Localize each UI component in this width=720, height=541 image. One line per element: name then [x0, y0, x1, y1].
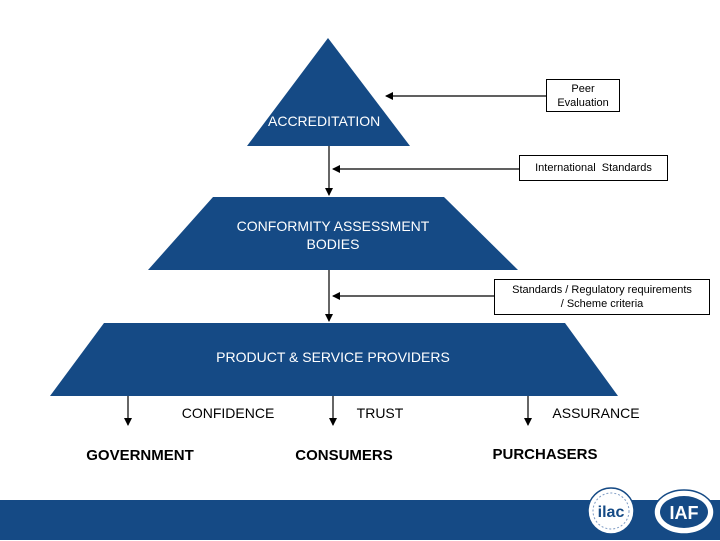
cab-label-line1: CONFORMITY ASSESSMENT: [236, 218, 430, 234]
svg-text:ilac: ilac: [598, 504, 625, 521]
international-standards-text: International Standards: [535, 162, 652, 174]
svg-text:IAF: IAF: [670, 503, 699, 523]
iaf-logo: IAF: [652, 488, 716, 536]
peer-evaluation-line2: Evaluation: [557, 96, 609, 109]
confidence-label: CONFIDENCE: [181, 405, 275, 421]
ilac-logo: ilac: [583, 486, 639, 536]
government-label: GOVERNMENT: [86, 447, 194, 464]
providers-tier: [50, 323, 618, 396]
peer-evaluation-line1: Peer: [571, 82, 595, 95]
assurance-label: ASSURANCE: [552, 405, 640, 421]
purchasers-label: PURCHASERS: [492, 446, 598, 463]
providers-label: PRODUCT & SERVICE PROVIDERS: [216, 349, 450, 365]
regulatory-requirements-box: Standards / Regulatory requirements / Sc…: [494, 279, 710, 315]
cab-label-line2: BODIES: [306, 236, 360, 252]
peer-evaluation-box: Peer Evaluation: [546, 79, 620, 112]
international-standards-box: International Standards: [519, 155, 668, 181]
conformity-assessment-tier: [148, 197, 518, 270]
trust-label: TRUST: [356, 405, 404, 421]
ilac-logo-graphic: ilac: [587, 487, 635, 535]
consumers-label: CONSUMERS: [295, 447, 393, 464]
regulatory-requirements-line1: Standards / Regulatory requirements: [512, 284, 692, 296]
accreditation-label: ACCREDITATION: [268, 113, 381, 129]
accreditation-tier: [247, 38, 410, 146]
iaf-logo-graphic: IAF: [653, 489, 715, 535]
regulatory-requirements-line2: / Scheme criteria: [560, 298, 644, 310]
